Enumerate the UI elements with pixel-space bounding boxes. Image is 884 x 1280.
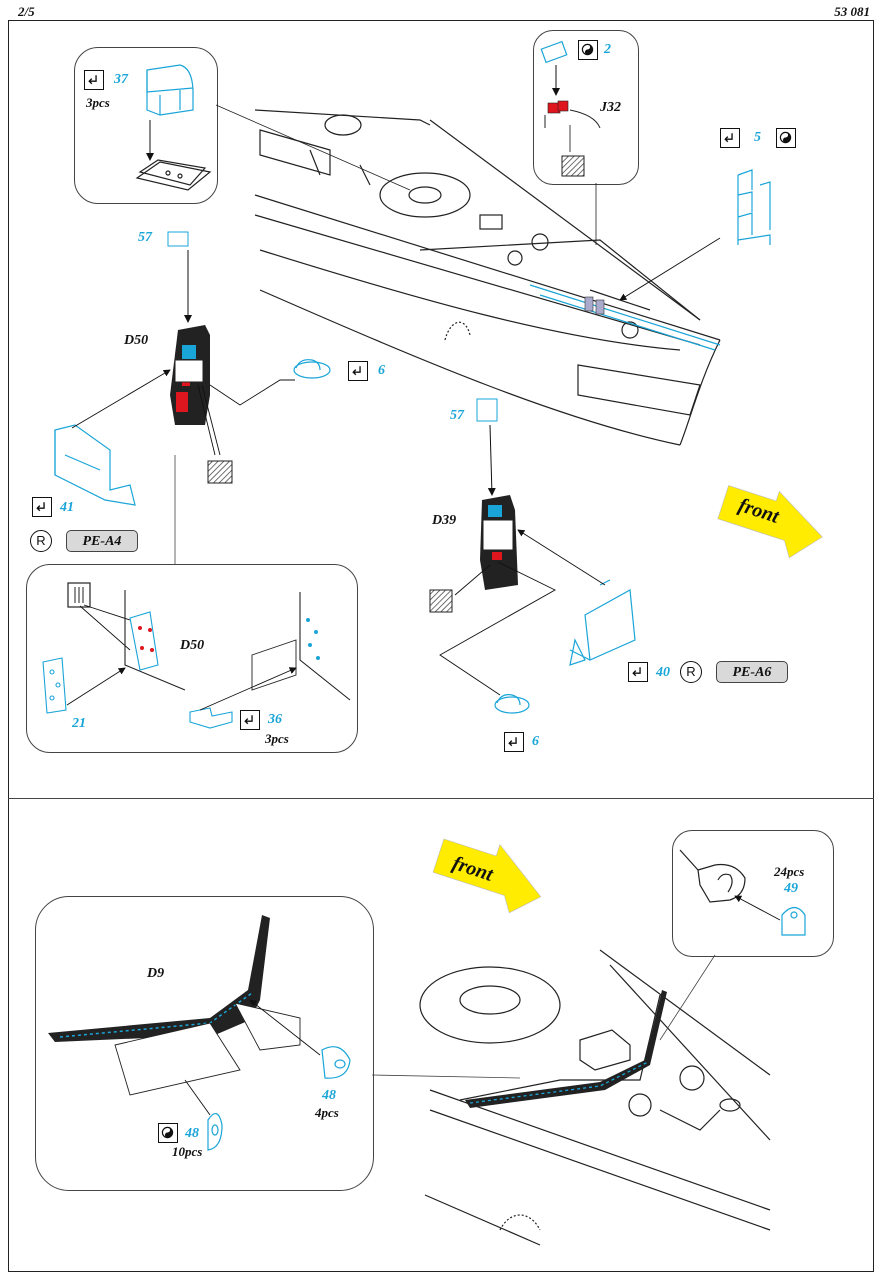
fold-icon	[720, 128, 740, 148]
part-36-number: 36	[268, 712, 282, 727]
part-48a-qty: 4pcs	[315, 1105, 339, 1120]
part-6b-number: 6	[532, 734, 539, 749]
pe-a6-badge: PE-A6	[716, 661, 788, 683]
part-6	[293, 359, 331, 379]
drill-icon	[67, 582, 91, 608]
page-number: 2/5	[18, 4, 35, 19]
part-5	[737, 169, 771, 245]
part-36-qty: 3pcs	[265, 731, 289, 746]
inset-49	[672, 830, 834, 957]
part-48a	[321, 1046, 351, 1079]
part-5-number: 5	[754, 130, 761, 145]
section-divider	[8, 798, 874, 799]
fold-icon	[240, 710, 260, 730]
part-48b	[207, 1113, 223, 1151]
half-etch-icon	[776, 128, 796, 148]
part-40	[569, 579, 636, 666]
d50-label: D50	[124, 333, 149, 348]
ship-deck-bottom	[419, 949, 771, 1246]
d50-detail-label: D50	[180, 638, 205, 653]
fold-icon	[32, 497, 52, 517]
part-57b-number: 57	[450, 408, 464, 423]
fold-icon	[348, 361, 368, 381]
part-21-number: 21	[72, 716, 86, 731]
part-37-qty: 3pcs	[86, 95, 110, 110]
front-arrow-bottom	[432, 838, 542, 914]
part-37-number: 37	[114, 72, 128, 87]
fold-icon	[628, 662, 648, 682]
pe-rail-blue	[529, 284, 721, 351]
d39-part	[480, 495, 518, 590]
part-49	[781, 906, 806, 936]
page-frame	[8, 20, 874, 1272]
fold-icon	[84, 70, 104, 90]
part-37	[146, 64, 194, 116]
registered-icon: R	[30, 530, 52, 552]
half-etch-icon	[158, 1123, 178, 1143]
part-6-number: 6	[378, 363, 385, 378]
part-2-number: 2	[604, 42, 611, 57]
ship-bow-top	[254, 109, 721, 446]
kit-code: 53 081	[834, 4, 870, 19]
part-49-qty: 24pcs	[774, 864, 805, 879]
texture-icon	[561, 155, 585, 177]
part-6b	[494, 694, 530, 714]
j32-label: J32	[600, 100, 621, 115]
j32-part	[544, 100, 601, 129]
part-41-number: 41	[60, 500, 74, 515]
front-arrow-top	[717, 485, 823, 559]
part-21	[42, 657, 67, 714]
part-49-number: 49	[784, 881, 798, 896]
part-48b-number: 48	[185, 1126, 199, 1141]
d50-part	[170, 325, 210, 425]
part-36	[189, 707, 233, 729]
d9-installed	[465, 990, 667, 1108]
d39-label: D39	[432, 513, 457, 528]
part-41	[54, 424, 136, 506]
d9-label: D9	[147, 966, 165, 981]
registered-icon: R	[680, 661, 702, 683]
part-40-number: 40	[656, 665, 670, 680]
part-48a-number: 48	[322, 1088, 336, 1103]
half-etch-icon	[578, 40, 598, 60]
fold-icon	[504, 732, 524, 752]
pe-a4-badge: PE-A4	[66, 530, 138, 552]
part-57-number: 57	[138, 230, 152, 245]
part-48b-qty: 10pcs	[172, 1144, 203, 1159]
chock-part	[679, 849, 746, 903]
